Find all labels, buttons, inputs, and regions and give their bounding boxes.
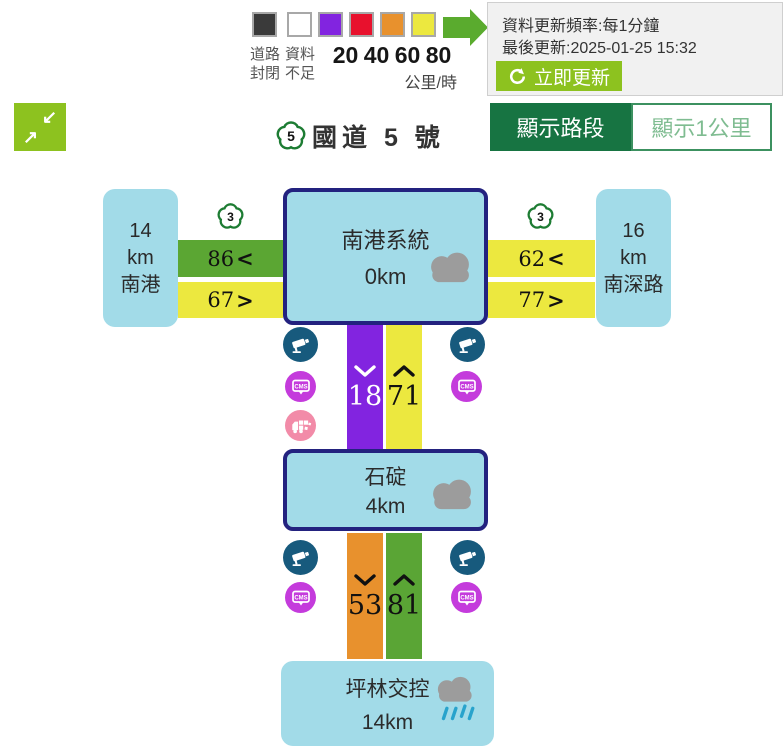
svg-text:5: 5 (287, 128, 295, 144)
legend-swatch-speed-40-60 (380, 12, 405, 37)
chevron-down-icon (354, 365, 376, 377)
legend-swatch-no-data (287, 12, 312, 37)
end-node-nanshen-road: 16 km 南深路 (596, 189, 671, 327)
cms-glyph: CMS (457, 590, 476, 605)
svg-text:3: 3 (227, 210, 234, 224)
collapse-arrow-icon: ↗ (23, 127, 39, 147)
chevron-down-icon (354, 574, 376, 586)
page-title: 5 國道 5 號 (276, 118, 445, 154)
refresh-button-label: 立即更新 (534, 67, 611, 89)
legend-swatch-speed-0-20 (318, 12, 343, 37)
cloudy-weather-icon (431, 252, 469, 283)
camera-glyph (458, 338, 476, 353)
collapse-arrow-icon: ↙ (41, 107, 57, 127)
cloudy-weather-icon (433, 479, 471, 510)
rain-weather-icon (437, 676, 475, 721)
cctv-camera-icon[interactable] (283, 540, 318, 575)
cms-glyph: CMS (457, 379, 476, 394)
cms-glyph: CMS (291, 590, 310, 605)
legend-arrow-icon (443, 9, 488, 46)
show-1km-button[interactable]: 顯示1公里 (631, 103, 772, 151)
svg-text:CMS: CMS (460, 384, 473, 390)
refresh-icon (509, 67, 526, 84)
segment2-northbound-speed-bar: 81 (386, 533, 422, 659)
cctv-camera-icon[interactable] (450, 327, 485, 362)
legend-label-road-closed: 道路封閉 (249, 46, 280, 82)
legend-swatch-speed-60-80 (411, 12, 436, 37)
camera-glyph (291, 338, 309, 353)
cms-sign-icon[interactable]: CMS (451, 371, 482, 402)
update-info-panel: 資料更新頻率:每1分鐘 最後更新:2025-01-25 15:32 立即更新 (487, 2, 783, 96)
svg-text:3: 3 (537, 210, 544, 224)
route-title-text: 國道 5 號 (312, 124, 445, 152)
chevron-up-icon (393, 574, 415, 586)
speed-bar-west-86: 86< (178, 240, 283, 277)
cctv-camera-icon[interactable] (283, 327, 318, 362)
svg-text:CMS: CMS (460, 595, 473, 601)
refresh-now-button[interactable]: 立即更新 (496, 61, 623, 91)
svg-text:CMS: CMS (294, 384, 307, 390)
cms-sign-icon[interactable]: CMS (451, 582, 482, 613)
camera-glyph (291, 551, 309, 566)
cms-sign-icon[interactable]: CMS (285, 371, 316, 402)
end-node-nangang: 14 km 南港 (103, 189, 178, 327)
cms-glyph: CMS (291, 379, 310, 394)
segment2-southbound-speed-bar: 53 (347, 533, 383, 659)
legend-swatch-road-closed (252, 12, 277, 37)
show-segments-button[interactable]: 顯示路段 (490, 103, 631, 151)
collapse-panel-button[interactable]: ↙ ↗ (14, 103, 66, 151)
speed-bar-west-62: 62< (488, 240, 595, 277)
truck-glyph (291, 420, 311, 433)
truck-event-icon[interactable] (285, 410, 316, 441)
segment1-northbound-speed-bar: 71 (386, 325, 422, 449)
legend-label-no-data: 資料不足 (284, 46, 315, 82)
speed-bar-east-77: 77> (488, 282, 595, 318)
route-5-shield-icon: 5 (276, 121, 306, 150)
junction-node-shiding: 石碇 4km (283, 449, 488, 531)
segment1-southbound-speed-bar: 18 (347, 325, 383, 449)
legend-swatch-speed-20-40 (349, 12, 374, 37)
last-update-text: 最後更新:2025-01-25 15:32 (502, 40, 697, 57)
speed-bar-east-67: 67> (178, 282, 283, 318)
legend-unit-label: 公里/時 (404, 75, 457, 92)
route-3-shield-icon: 3 (217, 203, 244, 229)
camera-glyph (458, 551, 476, 566)
junction-node-nangang-system: 南港系統 0km (283, 188, 488, 325)
route-3-shield-icon: 3 (527, 203, 554, 229)
chevron-up-icon (393, 365, 415, 377)
cctv-camera-icon[interactable] (450, 540, 485, 575)
update-frequency-text: 資料更新頻率:每1分鐘 (502, 18, 660, 35)
cms-sign-icon[interactable]: CMS (285, 582, 316, 613)
node-pinglin-traffic-control: 坪林交控 14km (281, 661, 494, 746)
svg-text:CMS: CMS (294, 595, 307, 601)
